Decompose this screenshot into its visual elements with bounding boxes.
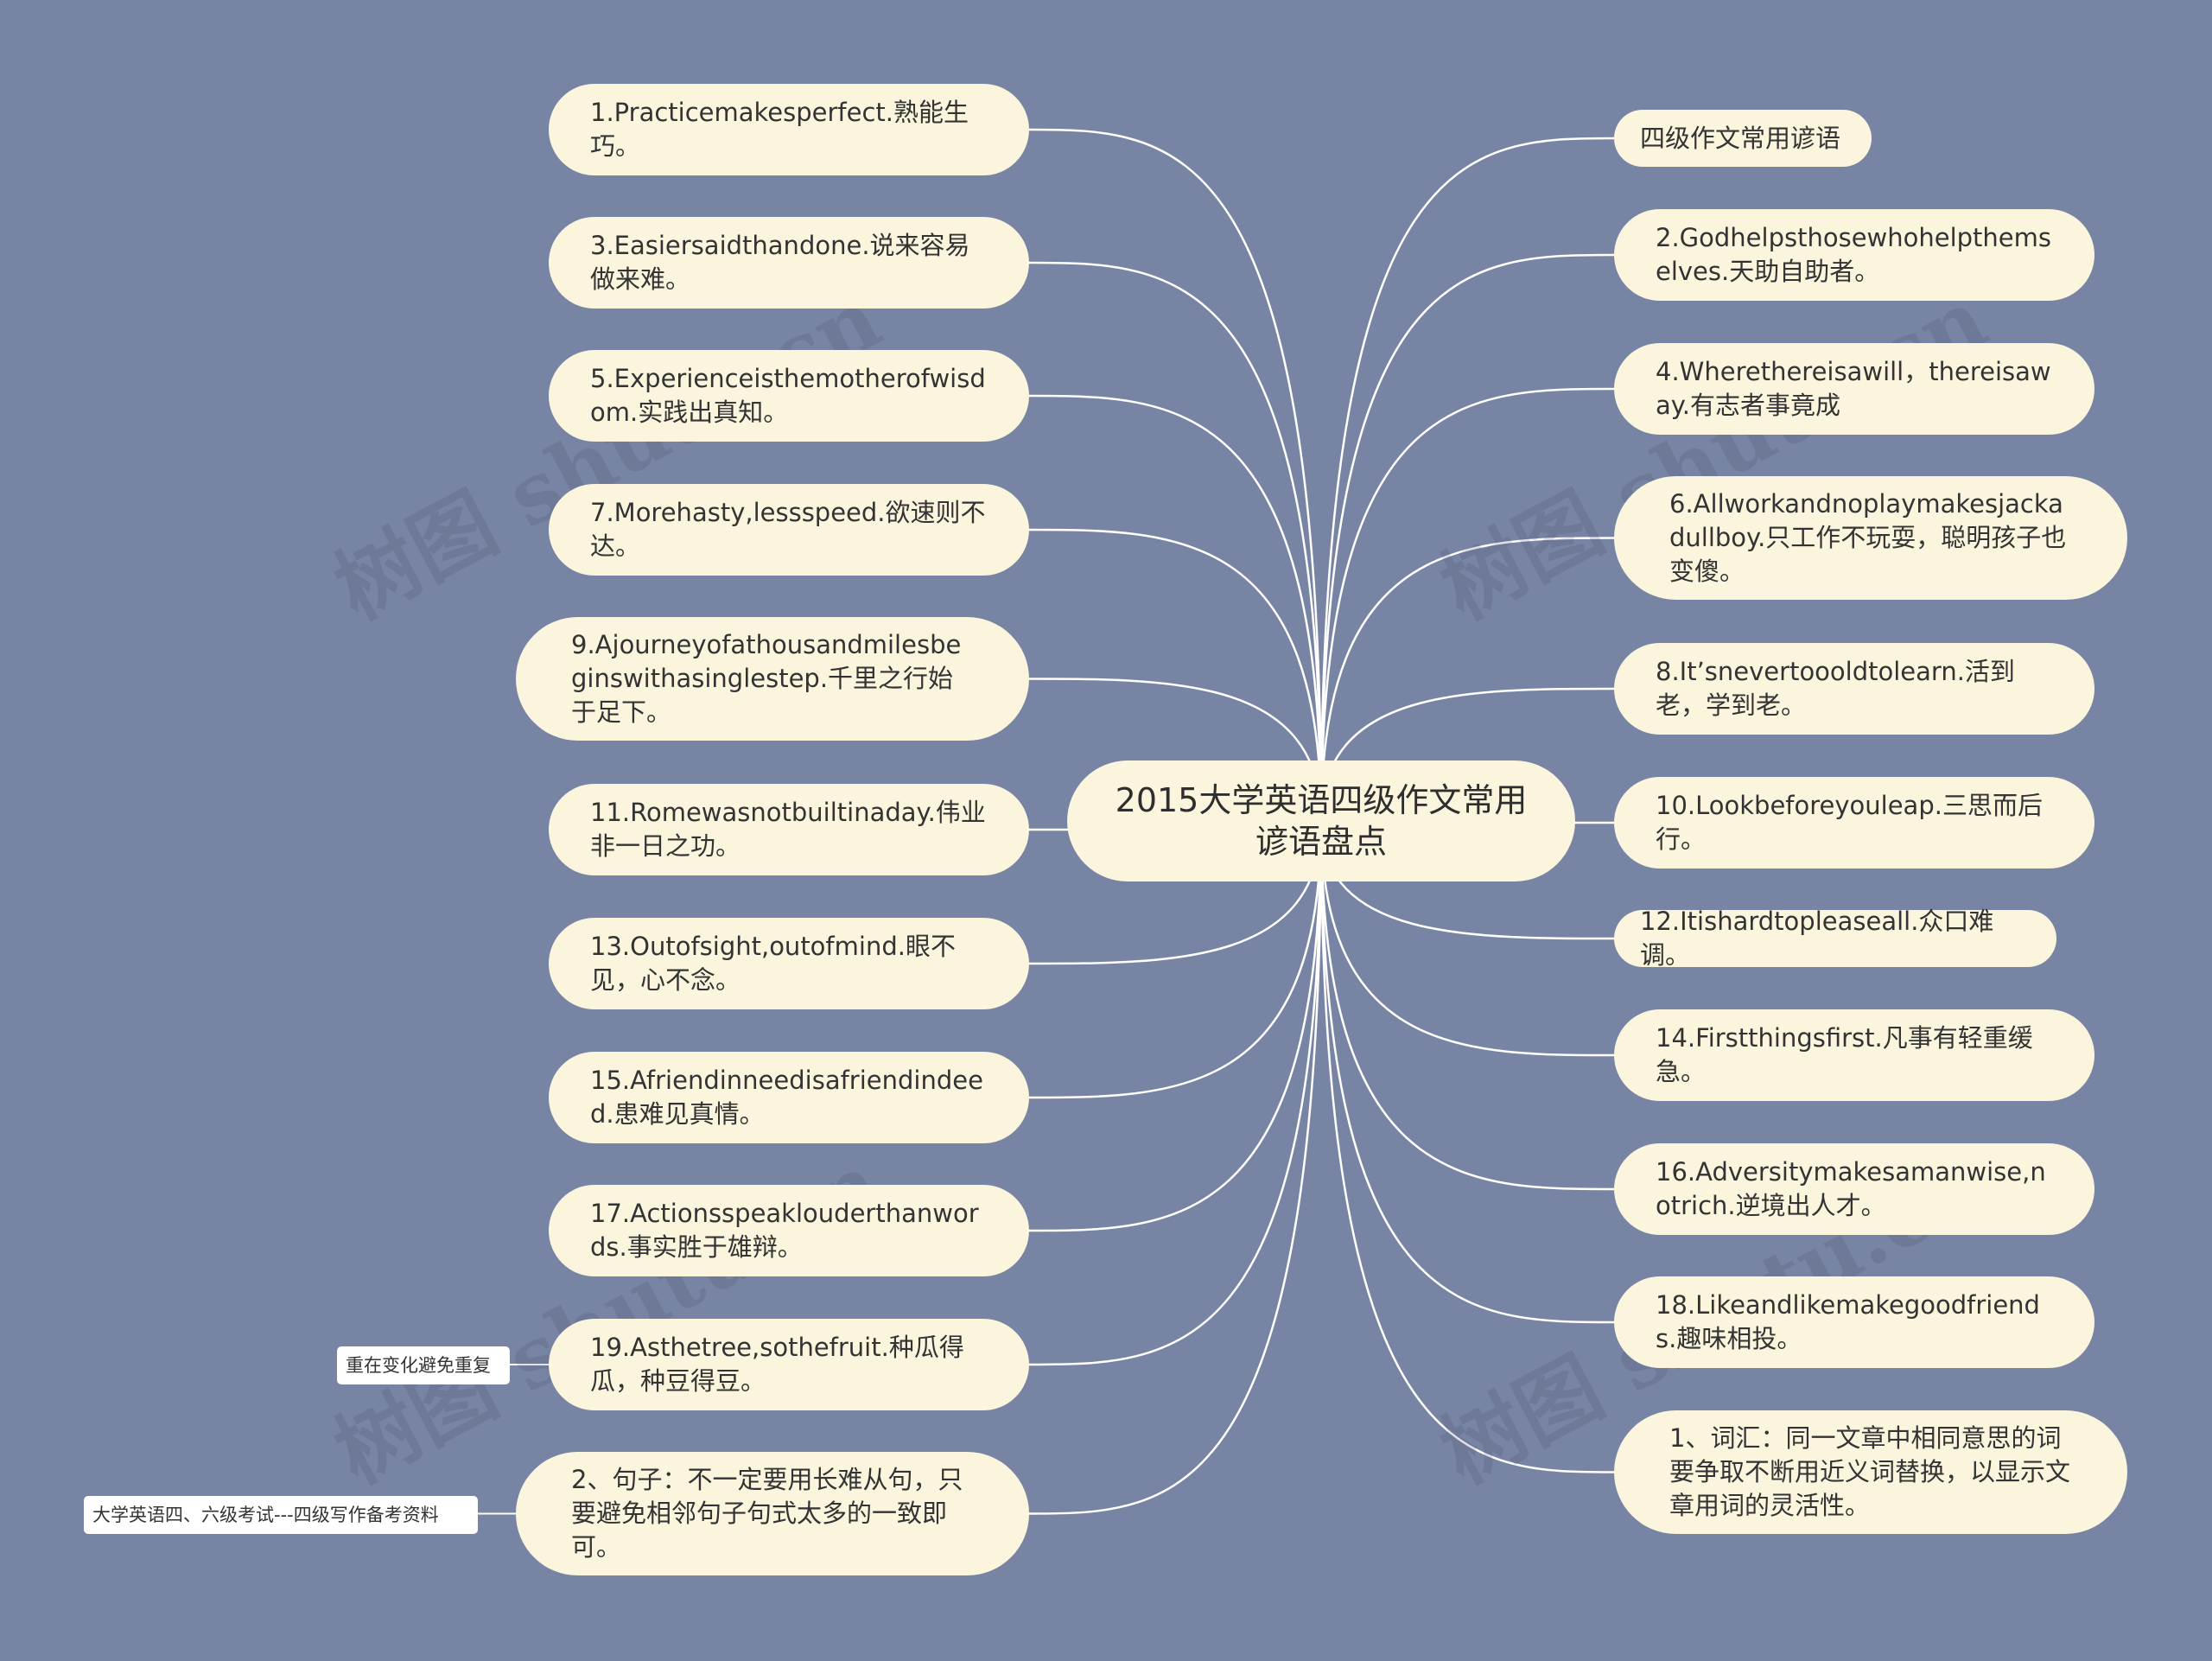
note-vary-wording[interactable]: 重在变化避免重复 xyxy=(337,1346,510,1384)
node-label: 9.Ajourneyofathousandmilesbeginswithasin… xyxy=(571,630,962,727)
node-label: 1.Practicemakesperfect.熟能生巧。 xyxy=(590,98,969,161)
right-node-2[interactable]: 2.Godhelpsthosewhohelpthemselves.天助自助者。 xyxy=(1614,209,2094,301)
right-node-10[interactable]: 18.Likeandlikemakegoodfriends.趣味相投。 xyxy=(1614,1276,2094,1368)
left-node-2[interactable]: 3.Easiersaidthandone.说来容易做来难。 xyxy=(549,217,1029,309)
right-node-3[interactable]: 4.Wherethereisawill，thereisaway.有志者事竟成 xyxy=(1614,343,2094,435)
connector-left-3 xyxy=(1027,394,1323,823)
connector-right-4 xyxy=(1319,537,1616,823)
node-label: 14.Firstthingsfirst.凡事有轻重缓急。 xyxy=(1656,1023,2033,1086)
node-label: 15.Afriendinneedisafriendindeed.患难见真情。 xyxy=(590,1066,983,1129)
left-node-11[interactable]: 2、句子：不一定要用长难从句，只要避免相邻句子句式太多的一致即可。 xyxy=(516,1452,1029,1575)
node-label: 8.It’snevertoooldtolearn.活到老，学到老。 xyxy=(1656,657,2015,720)
node-label: 4.Wherethereisawill，thereisaway.有志者事竟成 xyxy=(1656,357,2051,420)
connector-left-4 xyxy=(1027,528,1323,823)
right-node-6[interactable]: 10.Lookbeforeyouleap.三思而后行。 xyxy=(1614,777,2094,869)
node-label: 16.Adversitymakesamanwise,notrich.逆境出人才。 xyxy=(1656,1157,2046,1220)
right-node-5[interactable]: 8.It’snevertoooldtolearn.活到老，学到老。 xyxy=(1614,643,2094,735)
left-node-1[interactable]: 1.Practicemakesperfect.熟能生巧。 xyxy=(549,84,1029,175)
node-label: 17.Actionsspeaklouderthanwords.事实胜于雄辩。 xyxy=(590,1199,979,1262)
node-label: 10.Lookbeforeyouleap.三思而后行。 xyxy=(1656,791,2043,854)
connector-right-2 xyxy=(1319,253,1616,823)
connector-left-10 xyxy=(1027,819,1323,1366)
right-node-11[interactable]: 1、词汇：同一文章中相同意思的词要争取不断用近义词替换，以显示文章用词的灵活性。 xyxy=(1614,1410,2127,1534)
right-node-9[interactable]: 16.Adversitymakesamanwise,notrich.逆境出人才。 xyxy=(1614,1143,2094,1235)
connector-right-11 xyxy=(1319,819,1616,1473)
node-label: 19.Asthetree,sothefruit.种瓜得瓜，种豆得豆。 xyxy=(590,1333,964,1396)
connector-right-8 xyxy=(1319,819,1616,1057)
node-label: 7.Morehasty,lessspeed.欲速则不达。 xyxy=(590,498,986,561)
connector-left-1 xyxy=(1027,128,1323,823)
right-node-4[interactable]: 6.Allworkandnoplaymakesjackadullboy.只工作不… xyxy=(1614,476,2127,600)
connector-left-11 xyxy=(1027,819,1323,1515)
node-label: 3.Easiersaidthandone.说来容易做来难。 xyxy=(590,231,970,294)
left-node-8[interactable]: 15.Afriendinneedisafriendindeed.患难见真情。 xyxy=(549,1052,1029,1143)
left-node-9[interactable]: 17.Actionsspeaklouderthanwords.事实胜于雄辩。 xyxy=(549,1185,1029,1276)
connector-right-10 xyxy=(1319,819,1616,1324)
node-label: 2.Godhelpsthosewhohelpthemselves.天助自助者。 xyxy=(1656,223,2052,286)
center-topic-label: 2015大学英语四级作文常用谚语盘点 xyxy=(1115,781,1528,861)
right-node-1[interactable]: 四级作文常用谚语 xyxy=(1614,110,1872,167)
left-node-7[interactable]: 13.Outofsight,outofmind.眼不见，心不念。 xyxy=(549,918,1029,1009)
node-label: 12.Itishardtopleaseall.众口难调。 xyxy=(1640,907,1994,970)
note-label: 重在变化避免重复 xyxy=(346,1355,491,1376)
node-label: 11.Romewasnotbuiltinaday.伟业非一日之功。 xyxy=(590,798,986,861)
left-node-6[interactable]: 11.Romewasnotbuiltinaday.伟业非一日之功。 xyxy=(549,784,1029,875)
left-node-10[interactable]: 19.Asthetree,sothefruit.种瓜得瓜，种豆得豆。 xyxy=(549,1319,1029,1410)
left-node-5[interactable]: 9.Ajourneyofathousandmilesbeginswithasin… xyxy=(516,617,1029,741)
node-label: 四级作文常用谚语 xyxy=(1640,123,1841,153)
connector-left-2 xyxy=(1027,261,1323,823)
left-node-3[interactable]: 5.Experienceisthemotherofwisdom.实践出真知。 xyxy=(549,350,1029,442)
node-label: 6.Allworkandnoplaymakesjackadullboy.只工作不… xyxy=(1669,489,2067,586)
connector-left-8 xyxy=(1027,819,1323,1099)
node-label: 2、句子：不一定要用长难从句，只要避免相邻句子句式太多的一致即可。 xyxy=(571,1465,963,1562)
connector-right-9 xyxy=(1319,819,1616,1191)
center-topic[interactable]: 2015大学英语四级作文常用谚语盘点 xyxy=(1067,760,1575,881)
connector-right-3 xyxy=(1319,387,1616,823)
right-node-8[interactable]: 14.Firstthingsfirst.凡事有轻重缓急。 xyxy=(1614,1009,2094,1101)
note-exam-material[interactable]: 大学英语四、六级考试---四级写作备考资料 xyxy=(84,1496,478,1534)
node-label: 5.Experienceisthemotherofwisdom.实践出真知。 xyxy=(590,364,986,427)
right-node-7[interactable]: 12.Itishardtopleaseall.众口难调。 xyxy=(1614,907,2056,970)
left-node-4[interactable]: 7.Morehasty,lessspeed.欲速则不达。 xyxy=(549,484,1029,576)
note-label: 大学英语四、六级考试---四级写作备考资料 xyxy=(92,1505,439,1525)
node-label: 18.Likeandlikemakegoodfriends.趣味相投。 xyxy=(1656,1290,2040,1353)
connector-right-1 xyxy=(1319,137,1616,823)
connector-left-9 xyxy=(1027,819,1323,1232)
node-label: 1、词汇：同一文章中相同意思的词要争取不断用近义词替换，以显示文章用词的灵活性。 xyxy=(1669,1423,2071,1520)
node-label: 13.Outofsight,outofmind.眼不见，心不念。 xyxy=(590,932,956,995)
